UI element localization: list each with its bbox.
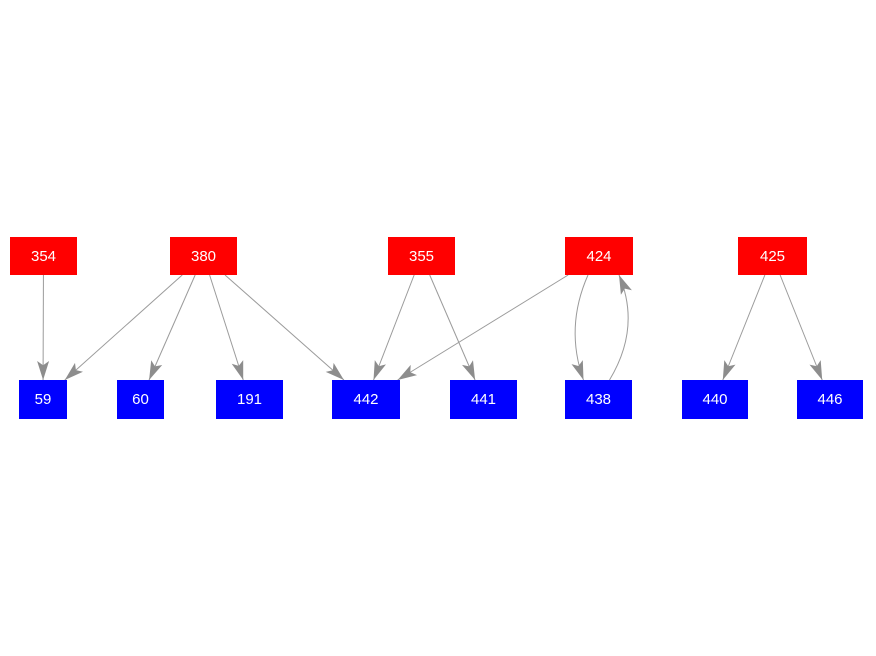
graph-node-446: 446 [797,380,863,419]
node-label-354: 354 [30,247,57,265]
edge-438-424 [609,274,629,381]
node-label-438: 438 [585,391,612,408]
graph-node-380: 380 [170,237,237,275]
graph-node-355: 355 [388,237,455,275]
arrowhead-425-446 [809,360,823,380]
graph-node-60: 60 [117,380,164,419]
arrowhead-424-442 [397,364,417,380]
node-label-355: 355 [408,247,435,265]
edge-380-442 [224,274,345,381]
node-label-380: 380 [190,247,217,265]
node-label-424: 424 [586,247,612,265]
arrowhead-424-438 [571,360,584,380]
graph-node-191: 191 [216,380,283,419]
edge-425-446 [779,274,823,381]
node-label-59: 59 [34,391,52,408]
graph-node-442: 442 [332,380,400,419]
node-label-191: 191 [236,391,263,408]
node-label-425: 425 [759,247,786,265]
node-label-442: 442 [353,391,379,408]
node-label-441: 441 [470,391,497,408]
edge-355-442 [373,274,415,381]
arrowhead-438-424 [619,275,632,295]
arrowhead-380-60 [149,360,163,380]
edge-424-442 [397,274,569,381]
edge-380-191 [209,274,244,381]
edge-380-59 [64,274,183,381]
edge-380-60 [148,274,196,381]
edge-425-440 [722,274,766,381]
graph-node-424: 424 [565,237,633,275]
arrowhead-425-440 [722,360,736,380]
graph-node-441: 441 [450,380,517,419]
arrowhead-355-441 [462,360,476,380]
graph-node-425: 425 [738,237,807,275]
arrowhead-355-442 [373,360,386,380]
edge-355-441 [429,274,476,381]
arrowhead-380-59 [64,362,83,380]
graph-node-440: 440 [682,380,748,419]
graph-node-438: 438 [565,380,632,419]
graph-node-59: 59 [19,380,67,419]
node-label-440: 440 [702,391,728,408]
graph-node-354: 354 [10,237,77,275]
arrowhead-354-59 [37,361,50,380]
node-label-446: 446 [817,391,843,408]
arrowhead-380-191 [231,360,244,380]
arrowhead-380-442 [325,362,344,380]
node-label-60: 60 [132,391,149,408]
